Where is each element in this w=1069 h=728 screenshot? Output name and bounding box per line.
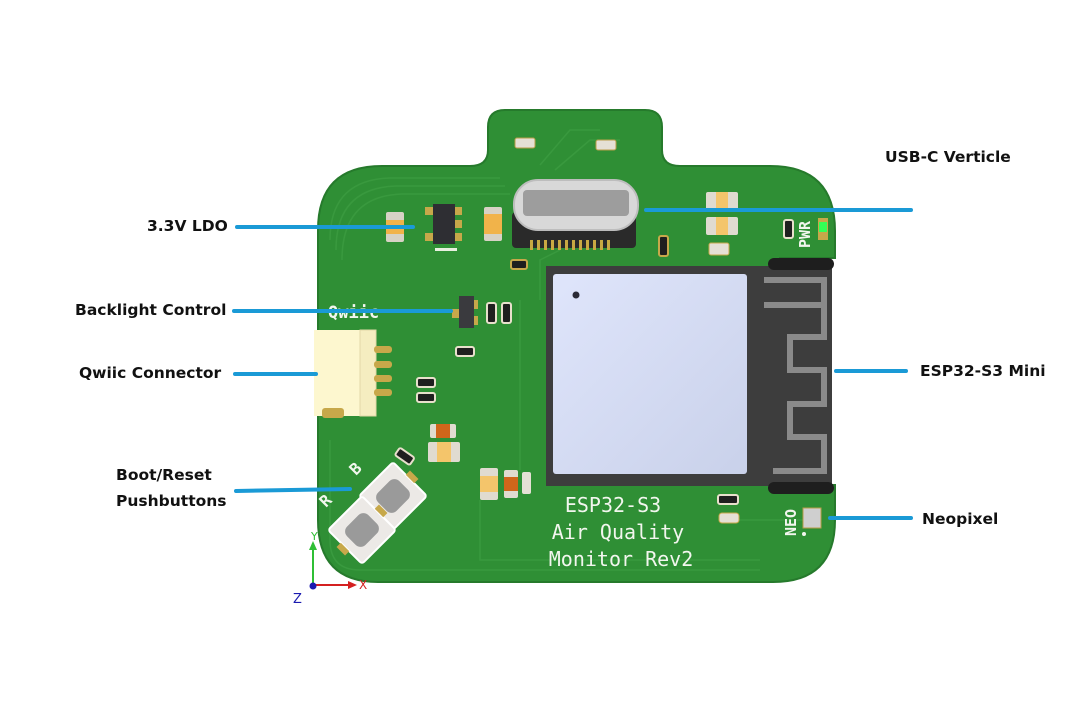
- axis-triad: [309, 541, 357, 590]
- pcb-traces: [329, 129, 810, 571]
- silkscreen-pwr: PWR: [796, 220, 814, 248]
- callout-ldo: 3.3V LDO: [147, 217, 228, 235]
- axis-label-x: X: [359, 578, 367, 592]
- callout-buttons-line2: Pushbuttons: [116, 492, 227, 510]
- callout-qwiic: Qwiic Connector: [79, 364, 222, 382]
- axis-label-y: Y: [310, 530, 318, 543]
- callout-esp32: ESP32-S3 Mini: [920, 362, 1046, 380]
- silkscreen-title-line3: Monitor Rev2: [549, 547, 694, 571]
- smd-component: [514, 137, 536, 149]
- callout-neopixel: Neopixel: [922, 510, 999, 528]
- esp32-s3-mini-module: [546, 258, 834, 494]
- qwiic-connector: [314, 329, 392, 418]
- silkscreen-neo: NEO: [782, 509, 800, 536]
- smd-component: [416, 392, 436, 403]
- usb-c-connector: [512, 179, 639, 250]
- callout-usbc: USB-C Verticle: [885, 148, 1011, 166]
- backlight-transistor: [452, 296, 512, 357]
- boot-reset-buttons: [328, 462, 427, 564]
- silkscreen-title-line1: ESP32-S3: [565, 493, 661, 517]
- smd-component: [595, 139, 617, 151]
- neopixel-led: [802, 507, 822, 536]
- silkscreen-title-line2: Air Quality: [552, 520, 684, 544]
- antenna-trace: [764, 277, 827, 474]
- smd-component: [416, 377, 436, 388]
- smd-component: [718, 512, 740, 524]
- pwr-led: [818, 218, 828, 240]
- smd-capacitors: [394, 424, 531, 500]
- leader-buttons: [234, 487, 352, 493]
- smd-component: [510, 259, 528, 270]
- smd-component: [717, 494, 739, 505]
- smd-component: [658, 235, 669, 257]
- leader-lines: [232, 208, 913, 520]
- smd-capacitors: [706, 192, 794, 256]
- axis-label-z: Z: [293, 592, 302, 607]
- callout-buttons-line1: Boot/Reset: [116, 466, 212, 484]
- callout-backlight: Backlight Control: [75, 301, 227, 319]
